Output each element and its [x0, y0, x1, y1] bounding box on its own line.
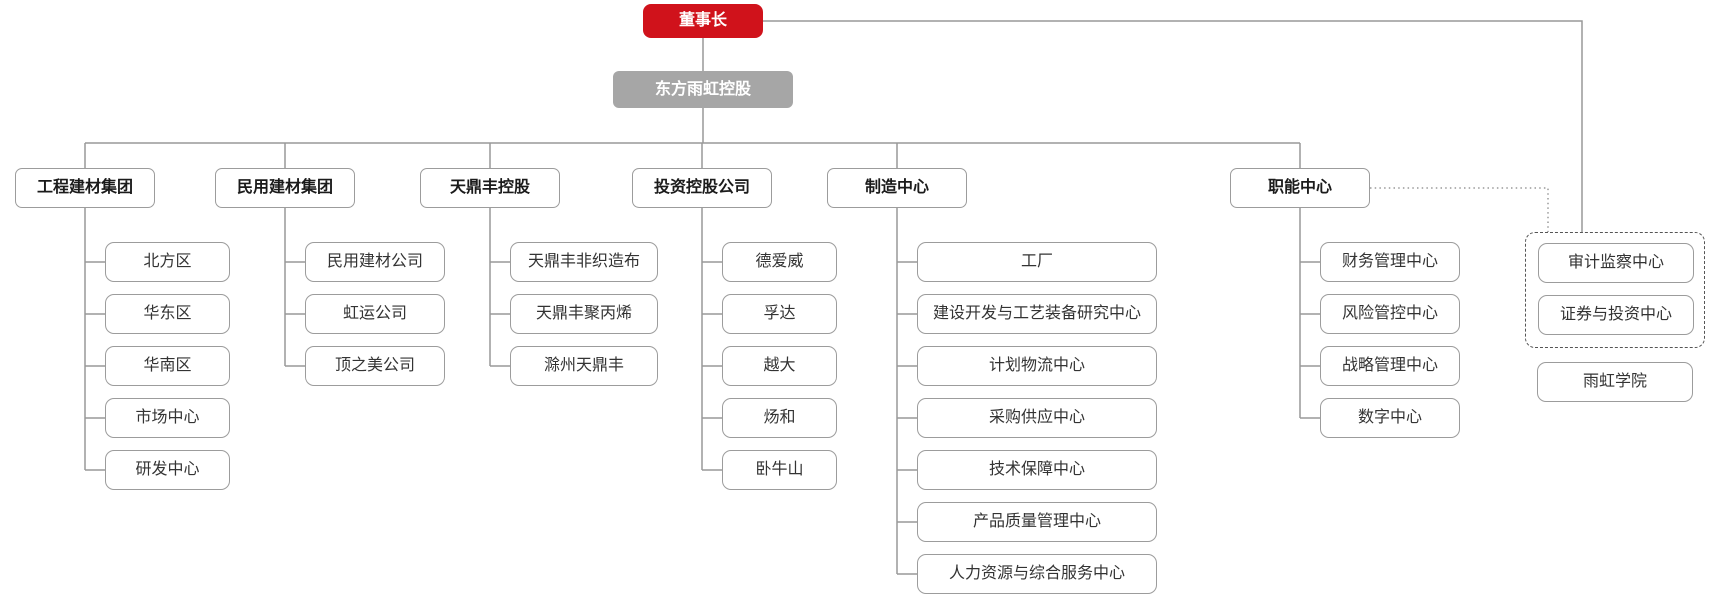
org-node-leaf: 产品质量管理中心	[917, 502, 1157, 542]
org-node-leaf: 财务管理中心	[1320, 242, 1460, 282]
org-node-leaf: 德爱威	[722, 242, 837, 282]
org-node-leaf: 华南区	[105, 346, 230, 386]
org-node-branch-tiandingfeng: 天鼎丰控股	[420, 168, 560, 208]
org-node-chairman: 董事长	[643, 4, 763, 38]
solid-connector-lines	[84, 20, 1583, 575]
org-node-branch-manufacturing-center: 制造中心	[827, 168, 967, 208]
org-node-leaf: 华东区	[105, 294, 230, 334]
org-node-leaf: 战略管理中心	[1320, 346, 1460, 386]
org-node-holding: 东方雨虹控股	[613, 71, 793, 108]
org-node-leaf: 技术保障中心	[917, 450, 1157, 490]
org-node-leaf: 顶之美公司	[305, 346, 445, 386]
org-node-leaf: 采购供应中心	[917, 398, 1157, 438]
org-node-leaf: 天鼎丰聚丙烯	[510, 294, 658, 334]
org-node-yuhong-academy: 雨虹学院	[1537, 362, 1693, 402]
org-node-leaf: 北方区	[105, 242, 230, 282]
org-node-leaf: 研发中心	[105, 450, 230, 490]
org-node-leaf: 计划物流中心	[917, 346, 1157, 386]
chairman-direct-group: 审计监察中心 证券与投资中心	[1525, 232, 1705, 348]
org-node-leaf: 建设开发与工艺装备研究中心	[917, 294, 1157, 334]
org-node-leaf: 虹运公司	[305, 294, 445, 334]
org-node-securities-investment: 证券与投资中心	[1538, 295, 1694, 335]
org-node-branch-engineering-materials: 工程建材集团	[15, 168, 155, 208]
org-node-leaf: 人力资源与综合服务中心	[917, 554, 1157, 594]
org-node-leaf: 滁州天鼎丰	[510, 346, 658, 386]
org-node-branch-investment-holding: 投资控股公司	[632, 168, 772, 208]
org-node-branch-civil-materials: 民用建材集团	[215, 168, 355, 208]
org-node-leaf: 天鼎丰非织造布	[510, 242, 658, 282]
org-node-leaf: 工厂	[917, 242, 1157, 282]
dotted-connector-line	[1370, 187, 1549, 232]
org-node-leaf: 越大	[722, 346, 837, 386]
org-node-audit-supervision: 审计监察中心	[1538, 243, 1694, 283]
org-node-branch-functional-center: 职能中心	[1230, 168, 1370, 208]
org-node-leaf: 炀和	[722, 398, 837, 438]
org-node-leaf: 市场中心	[105, 398, 230, 438]
org-node-leaf: 民用建材公司	[305, 242, 445, 282]
org-node-leaf: 卧牛山	[722, 450, 837, 490]
org-node-leaf: 风险管控中心	[1320, 294, 1460, 334]
org-node-leaf: 孚达	[722, 294, 837, 334]
org-node-leaf: 数字中心	[1320, 398, 1460, 438]
